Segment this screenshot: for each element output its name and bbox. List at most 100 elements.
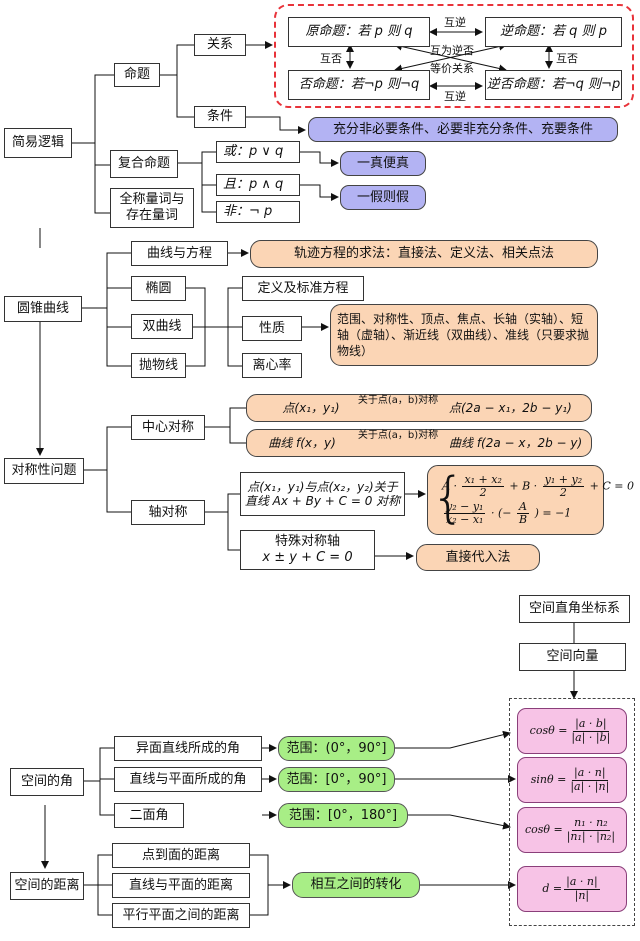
mutual-negation-right: 互否 <box>556 52 578 65</box>
one-true-node: 一真便真 <box>340 151 426 176</box>
axial-condition-node: 点(x₁，y₁)与点(x₂，y₂)关于 直线 Ax + By + C = 0 对… <box>240 472 405 516</box>
axial-condition-line2: 直线 Ax + By + C = 0 对称 <box>244 494 401 508</box>
proposition-node: 命题 <box>114 63 160 87</box>
symmetry-root-label: 对称性问题 <box>11 463 77 479</box>
curve-symmetry: 曲线 f(x，y) 关于点(a，b)对称 曲线 f(2a − x，2b − y) <box>246 429 592 457</box>
direct-substitution-node: 直接代入法 <box>416 544 540 571</box>
one-true-label: 一真便真 <box>356 155 409 171</box>
line-plane-distance-label: 直线与平面的距离 <box>128 877 233 893</box>
compound-label: 复合命题 <box>117 156 170 172</box>
central-symmetry-node: 中心对称 <box>131 415 205 440</box>
space-coordinate-label: 空间直角坐标系 <box>528 601 620 617</box>
symmetry-root: 对称性问题 <box>4 458 84 484</box>
skew-angle-label: 异面直线所成的角 <box>135 740 240 756</box>
relation-node: 关系 <box>194 34 246 56</box>
curve-symmetry-right: 曲线 f(2a − x，2b − y) <box>449 435 583 450</box>
special-axis-line1: 特殊对称轴 <box>274 534 340 550</box>
range-line-plane-label: 范围：[0°，90°] <box>286 771 387 787</box>
skew-angle-formula: cosθ = |a · b||a| · |b| <box>517 708 627 754</box>
hyperbola-node: 双曲线 <box>131 314 193 339</box>
skew-angle-node: 异面直线所成的角 <box>114 736 262 761</box>
compound-node: 复合命题 <box>110 150 178 178</box>
axial-symmetry-node: 轴对称 <box>131 500 205 525</box>
equivalent-relation: 等价关系 <box>430 62 474 75</box>
eq2-mid: · (− <box>490 506 512 520</box>
quantifier-node: 全称量词与存在量词 <box>110 188 194 228</box>
f3-lhs: cosθ = <box>524 823 563 837</box>
not-label: 非：¬ p <box>223 204 273 220</box>
space-vector-node: 空间向量 <box>519 643 626 671</box>
property-label: 性质 <box>258 320 285 336</box>
f1-lhs: cosθ = <box>529 724 568 738</box>
space-distance-root: 空间的距离 <box>10 872 84 900</box>
condition-types: 充分非必要条件、必要非充分条件、充要条件 <box>308 117 618 142</box>
eq2-den: x₂ − x₁ <box>446 513 484 527</box>
eq1-c: + C = 0 <box>589 479 634 493</box>
parabola-node: 抛物线 <box>131 353 186 378</box>
eq1-num: x₁ + x₂ <box>462 472 504 487</box>
not-node: 非：¬ p <box>216 201 300 223</box>
one-false-node: 一假则假 <box>340 185 426 210</box>
condition-label: 条件 <box>206 109 233 125</box>
hyperbola-label: 双曲线 <box>142 318 182 334</box>
dihedral-angle-label: 二面角 <box>129 807 169 823</box>
contrapositive-proposition: 逆否命题：若¬q 则¬p <box>485 70 622 100</box>
special-axis-line2: x ± y + C = 0 <box>262 550 353 565</box>
inverse-proposition-label: 否命题：若¬p 则¬q <box>298 77 420 93</box>
f4-lhs: d = <box>542 882 563 896</box>
ellipse-node: 椭圆 <box>131 276 186 301</box>
eq2-end: ) = −1 <box>534 506 572 520</box>
line-plane-angle-node: 直线与平面所成的角 <box>114 767 262 792</box>
brace-icon: { <box>431 466 466 529</box>
eq1-den2: 2 <box>559 485 567 499</box>
point-symmetry-left: 点(x₁，y₁) <box>282 400 340 415</box>
and-label: 且：p ∧ q <box>223 177 284 193</box>
formula-frame <box>509 698 635 926</box>
eq1-a: A · <box>442 479 457 493</box>
central-symmetry-label: 中心对称 <box>141 419 194 435</box>
point-plane-distance-label: 点到面的距离 <box>141 847 220 863</box>
mutual-contrapositive: 互为逆否 <box>430 44 474 57</box>
mutual-conversion-label: 相互之间的转化 <box>310 877 402 893</box>
f4-num: |a · n| <box>564 875 600 890</box>
or-node: 或：p ∨ q <box>216 141 300 163</box>
locus-method: 轨迹方程的求法：直接法、定义法、相关点法 <box>250 240 598 268</box>
curve-symmetry-arrow-label: 关于点(a，b)对称 <box>357 430 439 441</box>
space-vector-label: 空间向量 <box>546 649 599 665</box>
dihedral-angle-formula: cosθ = n₁ · n₂|n₁| · |n₂| <box>517 807 627 853</box>
parallel-planes-distance-node: 平行平面之间的距离 <box>112 903 250 928</box>
distance-formula: d = |a · n||n| <box>517 866 627 912</box>
condition-types-label: 充分非必要条件、必要非充分条件、充要条件 <box>332 121 593 137</box>
parabola-label: 抛物线 <box>138 357 178 373</box>
range-line-plane: 范围：[0°，90°] <box>278 767 395 792</box>
line-plane-distance-node: 直线与平面的距离 <box>112 873 250 898</box>
space-angle-root: 空间的角 <box>10 768 84 796</box>
point-plane-distance-node: 点到面的距离 <box>112 843 250 868</box>
point-symmetry-right: 点(2a − x₁，2b − y₁) <box>449 400 572 415</box>
definition-node: 定义及标准方程 <box>242 276 364 301</box>
mutual-conversion-node: 相互之间的转化 <box>292 872 420 898</box>
mutual-negation-left: 互否 <box>320 52 342 65</box>
original-proposition: 原命题：若 p 则 q <box>288 17 430 47</box>
condition-node: 条件 <box>194 106 246 128</box>
point-symmetry-arrow-label: 关于点(a，b)对称 <box>357 395 439 406</box>
range-dihedral: 范围：[0°，180°] <box>278 803 408 828</box>
eq2-num: y₂ − y₁ <box>444 500 486 515</box>
f3-den: |n₁| · |n₂| <box>566 829 616 843</box>
and-node: 且：p ∧ q <box>216 174 300 196</box>
eq2-num2: A <box>517 500 529 515</box>
eq1-b: + B · <box>509 479 538 493</box>
line-plane-angle-formula: sinθ = |a · n||a| · |n| <box>517 757 627 803</box>
range-skew: 范围：(0°，90°] <box>278 736 395 761</box>
curve-equation-label: 曲线与方程 <box>146 245 212 261</box>
ellipse-label: 椭圆 <box>145 280 172 296</box>
or-label: 或：p ∨ q <box>223 144 284 160</box>
curve-equation-node: 曲线与方程 <box>131 241 228 266</box>
point-symmetry: 点(x₁，y₁) 关于点(a，b)对称 点(2a − x₁，2b − y₁) <box>246 394 592 422</box>
range-skew-label: 范围：(0°，90°] <box>286 740 387 756</box>
curve-symmetry-left: 曲线 f(x，y) <box>268 435 336 450</box>
direct-substitution-label: 直接代入法 <box>445 549 511 565</box>
property-detail-label: 范围、对称性、顶点、焦点、长轴（实轴）、短轴（虚轴）、渐近线（双曲线）、准线（只… <box>337 311 590 359</box>
